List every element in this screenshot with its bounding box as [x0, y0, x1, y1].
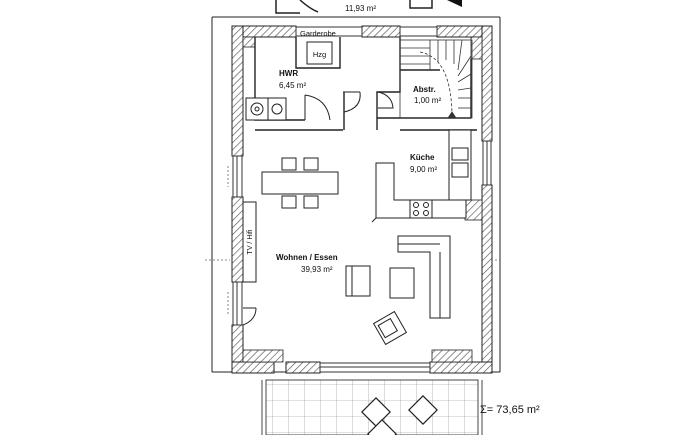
abstr-name: Abstr. [413, 85, 436, 94]
terrace-chair [361, 395, 438, 435]
hwr-door [304, 91, 394, 121]
kueche-area: 9,00 m² [410, 165, 437, 174]
dining-table [261, 157, 339, 209]
laundry-appliances [245, 97, 287, 121]
top-room-outline [275, 0, 433, 14]
wohnen-area: 39,93 m² [301, 265, 333, 274]
hzg-label: Hzg [313, 50, 326, 59]
kitchen-counter [371, 129, 472, 223]
heating-unit: Hzg [306, 41, 333, 65]
hwr-name: HWR [279, 69, 298, 78]
window-ticks [205, 166, 500, 315]
armchair [372, 310, 408, 346]
terrace-door [242, 307, 257, 326]
tv-label: TV / Hifi [247, 229, 254, 254]
tv-unit: TV / Hifi [242, 201, 257, 283]
abstr-area: 1,00 m² [414, 96, 441, 105]
wohnen-name: Wohnen / Essen [276, 253, 338, 262]
windows [232, 26, 492, 373]
kueche-name: Küche [410, 153, 435, 162]
garderobe-label: Garderobe [300, 29, 336, 38]
terrace [261, 379, 483, 435]
interior-hatch [242, 36, 483, 363]
sofa [345, 235, 451, 319]
staircase [399, 39, 473, 119]
total-area: Σ= 73,65 m² [480, 404, 540, 416]
top-room-area: 11,93 m² [345, 4, 376, 13]
entrance-marker [447, 0, 462, 7]
hwr-area: 6,45 m² [279, 81, 306, 90]
